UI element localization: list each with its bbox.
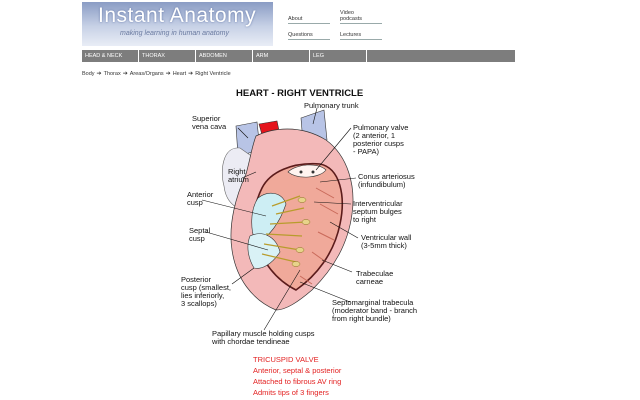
- label-papillary-muscle: Papillary muscle holding cusps with chor…: [212, 329, 315, 346]
- valve-cusp-dot: [299, 170, 303, 174]
- arrow-right-icon: ➔: [188, 71, 194, 77]
- crumb-areas-organs[interactable]: Areas/Organs: [129, 70, 164, 77]
- label-right-atrium: Right atrium: [228, 167, 249, 184]
- nav-leg[interactable]: LEG: [310, 50, 367, 62]
- label-septomarginal-trabecula: Septomarginal trabecula (moderator band …: [332, 298, 418, 323]
- crumb-body[interactable]: Body: [82, 70, 95, 77]
- label-superior-vena-cava: Superior vena cava: [192, 114, 227, 131]
- label-pulmonary-valve: Pulmonary valve (2 anterior, 1 posterior…: [353, 123, 409, 156]
- lectures-underline: [340, 39, 382, 40]
- septal-cusp-shape: [247, 233, 281, 269]
- crumb-right-ventricle: Right Ventricle: [195, 70, 231, 77]
- about-link[interactable]: About: [288, 16, 303, 22]
- nav-abdomen[interactable]: ABDOMEN: [196, 50, 253, 62]
- label-anterior-cusp: Anterior cusp: [187, 190, 214, 207]
- label-interventricular-septum: Interventricular septum bulges to right: [353, 199, 403, 224]
- video-podcasts-link[interactable]: Video podcasts: [340, 10, 363, 22]
- site-tagline: making learning in human anatomy: [120, 30, 229, 37]
- label-trabeculae-carneae: Trabeculae carneae: [356, 269, 394, 286]
- label-leader-lines: [201, 107, 359, 331]
- lectures-link[interactable]: Lectures: [340, 32, 362, 38]
- arrow-right-icon: ➔: [165, 71, 171, 77]
- video-underline: [340, 23, 382, 24]
- trabeculae-carneae: [299, 187, 339, 285]
- chordae-tendineae: [261, 195, 307, 263]
- anterior-cusp-shape: [251, 192, 287, 245]
- site-title: Instant Anatomy: [98, 4, 257, 27]
- main-nav: HEAD & NECK THORAX ABDOMEN ARM LEG: [82, 50, 515, 62]
- crumb-thorax[interactable]: Thorax: [103, 70, 121, 77]
- note-tricuspid-valve: TRICUSPID VALVE: [253, 355, 319, 364]
- pulmonary-valve-shape: [287, 164, 327, 178]
- label-posterior-cusp: Posterior cusp (smallest, lies inferiorl…: [181, 275, 232, 308]
- arrow-right-icon: ➔: [96, 71, 102, 77]
- nav-arm[interactable]: ARM: [253, 50, 310, 62]
- site-banner[interactable]: Instant Anatomy making learning in human…: [82, 2, 273, 46]
- questions-link[interactable]: Questions: [288, 32, 313, 38]
- nav-thorax[interactable]: THORAX: [139, 50, 196, 62]
- crumb-heart[interactable]: Heart: [172, 70, 187, 77]
- valve-cusp-dot: [311, 170, 315, 174]
- label-septal-cusp: Septal cusp: [189, 226, 211, 243]
- note-attachment: Attached to fibrous AV ring: [253, 377, 342, 386]
- breadcrumb: Body ➔ Thorax ➔ Areas/Organs ➔ Heart ➔ R…: [82, 70, 231, 78]
- nav-head-neck[interactable]: HEAD & NECK: [82, 50, 139, 62]
- note-fingers: Admits tips of 3 fingers: [253, 388, 329, 397]
- label-pulmonary-trunk: Pulmonary trunk: [304, 101, 359, 110]
- label-ventricular-wall: Ventricular wall (3-5mm thick): [361, 233, 412, 250]
- about-underline: [288, 23, 330, 24]
- papillary-muscles: [291, 197, 311, 267]
- diagram-title: HEART - RIGHT VENTRICLE: [236, 88, 364, 99]
- note-cusps: Anterior, septal & posterior: [253, 366, 342, 375]
- label-conus-arteriosus: Conus arteriosus (infundibulum): [358, 172, 415, 189]
- questions-underline: [288, 39, 330, 40]
- arrow-right-icon: ➔: [122, 71, 128, 77]
